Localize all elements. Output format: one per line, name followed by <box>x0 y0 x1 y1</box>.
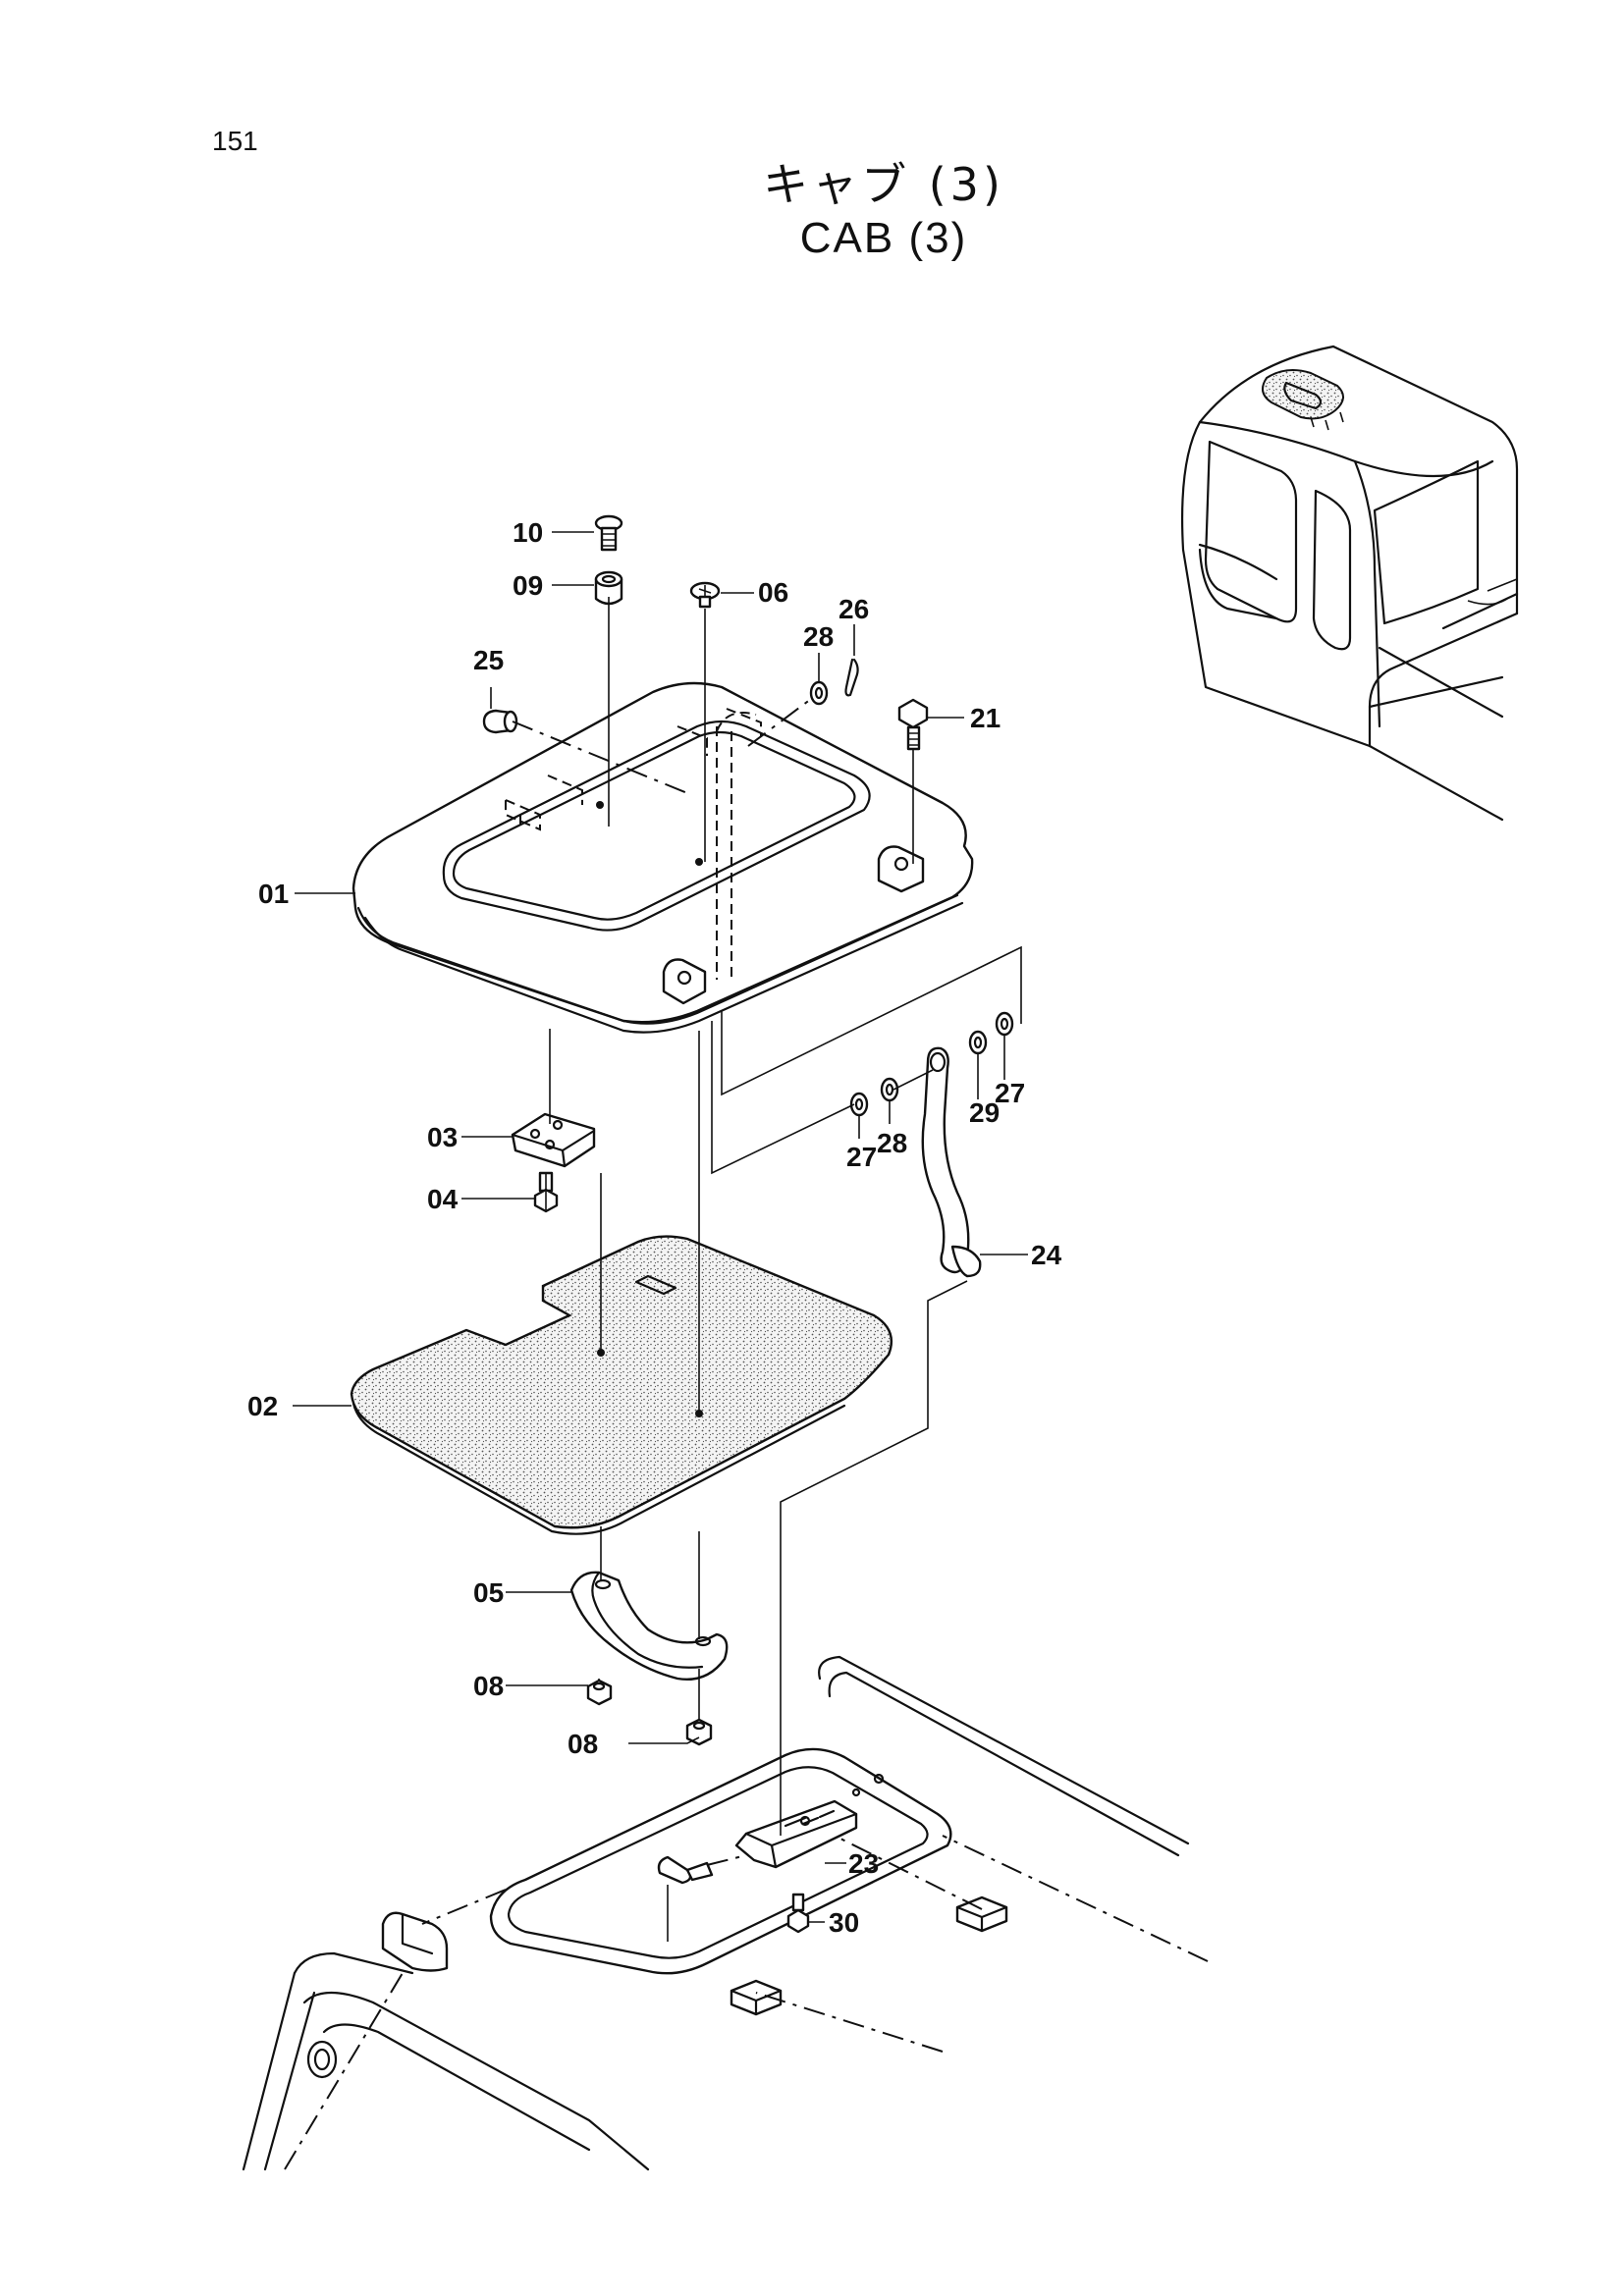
screw-10 <box>594 514 623 552</box>
callout-labels: 10 09 06 25 28 26 21 01 03 04 02 05 08 0… <box>247 517 1062 1938</box>
callout-10: 10 <box>513 517 543 548</box>
title-english: CAB (3) <box>799 214 968 262</box>
callout-leaders <box>293 531 1028 1942</box>
washer-28-top <box>809 680 829 706</box>
callout-25: 25 <box>473 645 504 675</box>
callout-27-right: 27 <box>995 1078 1025 1108</box>
callout-09: 09 <box>513 570 543 601</box>
cab-roof-structure <box>242 1655 1190 2171</box>
callout-06: 06 <box>758 577 788 608</box>
callout-04: 04 <box>427 1184 459 1214</box>
callout-28-left: 28 <box>877 1128 907 1158</box>
spacer-09 <box>594 570 623 606</box>
assembly-lines <box>284 597 1209 2170</box>
callout-27-left: 27 <box>846 1142 877 1172</box>
callout-29: 30 <box>829 1907 859 1938</box>
cab-overview-inset <box>1180 345 1519 822</box>
screw-06 <box>689 581 721 609</box>
grab-handle-05 <box>569 1571 729 1681</box>
callout-26: 26 <box>839 594 869 624</box>
snap-pin-26 <box>844 658 859 697</box>
callout-24: 24 <box>1031 1240 1062 1270</box>
callout-03: 03 <box>427 1122 458 1152</box>
bracket-03 <box>511 1112 596 1168</box>
page-number: 151 <box>212 126 258 156</box>
nut-08b <box>685 1718 713 1746</box>
callout-02: 02 <box>247 1391 278 1421</box>
callout-05: 05 <box>473 1577 504 1608</box>
washer-28-right <box>968 1030 988 1055</box>
roof-hatch-01 <box>352 681 974 1034</box>
pin-25 <box>482 709 518 734</box>
callout-01: 01 <box>258 879 289 909</box>
callout-23: 23 <box>848 1848 879 1879</box>
callout-21: 21 <box>970 703 1001 733</box>
bolt-21 <box>897 698 929 751</box>
link-24 <box>921 1046 982 1278</box>
nut-08a <box>586 1679 613 1706</box>
floor-mat-02 <box>350 1235 893 1535</box>
callout-08-lower: 08 <box>568 1729 598 1759</box>
title-japanese: キャブ (3) <box>763 158 1004 211</box>
washer-27-right <box>995 1011 1014 1037</box>
callout-28-right: 29 <box>969 1097 1000 1128</box>
title-block: キャブ (3) CAB (3) <box>687 157 1080 265</box>
callout-08-upper: 08 <box>473 1671 504 1701</box>
callout-28-top: 28 <box>803 621 834 652</box>
